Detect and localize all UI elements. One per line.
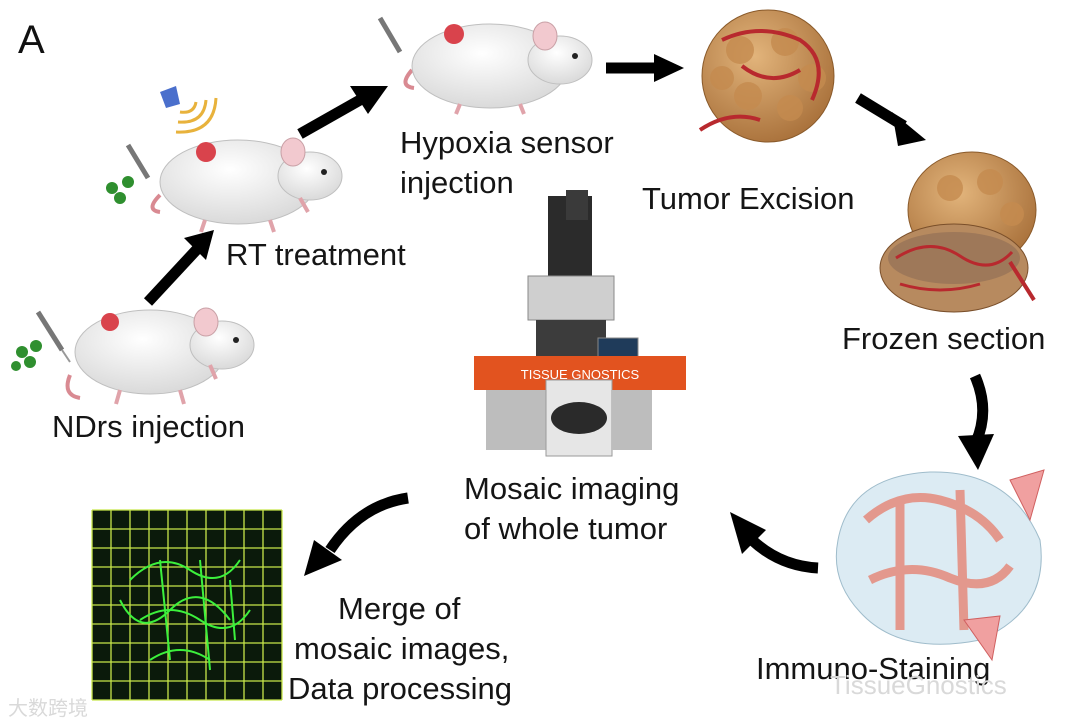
microscope: TISSUE GNOSTICS [474,190,686,456]
arrow-ndrs-to-rt [148,246,200,302]
immuno-stained-section [836,470,1044,660]
watermark-right: TissueGnostics [830,670,1007,701]
arrow-staining-to-mosaic [752,540,818,568]
tumor-excised [700,10,834,142]
syringe-icon [38,312,70,362]
ndr-particles-icon [106,176,134,204]
syringe-icon [128,145,148,178]
mosaic-grid-image [92,510,282,700]
mouse-hypoxia [405,22,592,114]
watermark-left: 大数跨境 [8,692,88,721]
arrow-head [654,54,684,82]
mouse-ndrs [68,308,254,404]
tumor-frozen-section [880,152,1036,312]
arrow-rt-to-hypoxia [300,100,360,134]
syringe-icon [380,18,400,52]
arrow-head [892,112,926,146]
arrow-head [958,434,994,470]
radiation-beam-icon [160,86,216,132]
mouse-rt [153,138,343,232]
arrow-mosaic-to-merge [330,498,408,550]
ndr-particles-icon [11,340,42,371]
arrow-frozen-to-staining [975,376,983,442]
